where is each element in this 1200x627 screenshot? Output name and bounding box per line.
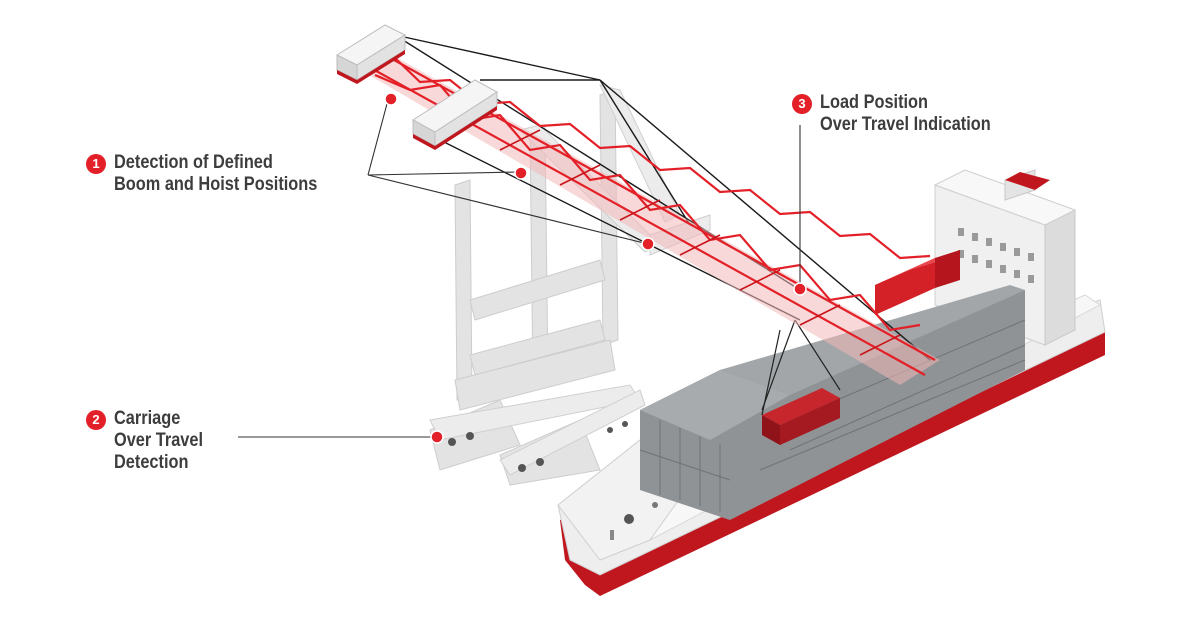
callout-number-badge: 3 (792, 94, 812, 114)
sensor-point-load (793, 282, 807, 296)
callout-boom-hoist-detection: 1 Detection of Defined Boom and Hoist Po… (86, 152, 350, 196)
gantry-crane (335, 24, 940, 486)
callout-line: Detection of Defined (114, 152, 273, 173)
callout-label: Detection of Defined Boom and Hoist Posi… (114, 152, 317, 196)
callout-load-position: 3 Load Position Over Travel Indication (792, 92, 1019, 136)
callout-line: Carriage (114, 408, 181, 429)
callout-label: Load Position Over Travel Indication (820, 92, 991, 136)
sensor-point-carriage (430, 430, 444, 444)
sensor-point-boom-3 (641, 237, 655, 251)
hoisted-container (761, 319, 841, 445)
sensor-point-boom-2 (514, 166, 528, 180)
callout-number-badge: 1 (86, 154, 106, 174)
leader-lines (238, 99, 801, 438)
callout-line: Detection (114, 452, 189, 473)
callout-line: Over Travel (114, 430, 204, 451)
callout-label: Carriage Over Travel Detection (114, 408, 203, 474)
sensor-point-boom-1 (384, 92, 398, 106)
callout-line: Over Travel Indication (820, 114, 991, 135)
callout-line: Load Position (820, 92, 929, 113)
callout-number-badge: 2 (86, 410, 106, 430)
sensor-points (384, 92, 807, 444)
callout-line: Boom and Hoist Positions (114, 174, 318, 195)
callout-carriage-over-travel: 2 Carriage Over Travel Detection (86, 408, 218, 474)
